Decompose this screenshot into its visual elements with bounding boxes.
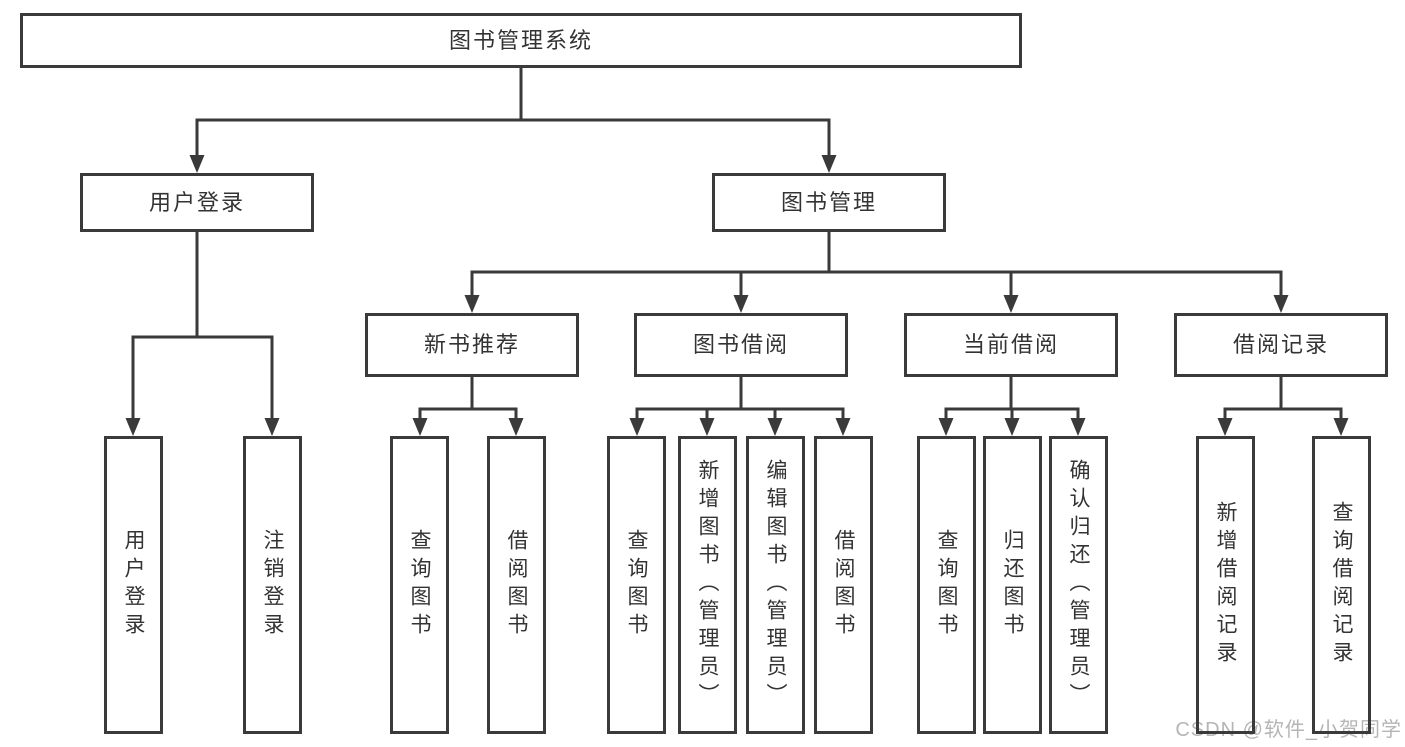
node-label: 确认归还（管理员）: [1067, 459, 1090, 711]
node-leaf-add-books-admin: 新增图书（管理员）: [678, 436, 737, 734]
node-leaf-add-borrow-record: 新增借阅记录: [1196, 436, 1255, 734]
csdn-watermark: CSDN @软件_小贺同学: [1175, 719, 1402, 741]
node-label: 注销登录: [261, 529, 284, 641]
node-user-login-branch: 用户登录: [80, 173, 314, 232]
node-label: 查询图书: [935, 529, 958, 641]
node-label: 借阅图书: [505, 529, 528, 641]
node-leaf-query-books-current: 查询图书: [917, 436, 976, 734]
node-current-borrowing: 当前借阅: [904, 313, 1118, 377]
node-borrowing-records: 借阅记录: [1174, 313, 1388, 377]
connector-root-to-level2: [195, 66, 831, 158]
node-label: 用户登录: [122, 529, 145, 641]
node-label: 新增图书（管理员）: [696, 459, 719, 711]
node-label: 图书管理: [780, 189, 877, 215]
node-leaf-logout: 注销登录: [243, 436, 302, 734]
node-label: 新增借阅记录: [1214, 501, 1237, 669]
node-label: 用户登录: [148, 189, 245, 215]
node-leaf-return-books: 归还图书: [983, 436, 1042, 734]
connector-borrowrecord-to-leaves: [1223, 375, 1343, 421]
connector-userlogin-to-leaves: [131, 230, 274, 421]
node-leaf-edit-books-admin: 编辑图书（管理员）: [746, 436, 805, 734]
node-new-book-recommend: 新书推荐: [365, 313, 579, 377]
node-label: 查询图书: [408, 529, 431, 641]
node-label: 查询图书: [625, 529, 648, 641]
node-leaf-query-books-recommend: 查询图书: [390, 436, 449, 734]
node-label: 当前借阅: [962, 332, 1059, 357]
node-book-management-branch: 图书管理: [712, 173, 946, 232]
node-leaf-query-books-borrow: 查询图书: [607, 436, 666, 734]
node-label: 归还图书: [1001, 529, 1024, 641]
node-label: 借阅记录: [1232, 332, 1329, 357]
node-leaf-borrow-books-recommend: 借阅图书: [487, 436, 546, 734]
node-book-borrowing: 图书借阅: [634, 313, 848, 377]
node-label: 借阅图书: [832, 529, 855, 641]
connector-bookborrow-to-leaves: [635, 375, 845, 421]
arrowhead-icons: [125, 155, 1349, 436]
node-label: 新书推荐: [423, 332, 520, 357]
connector-currentborrow-to-leaves: [944, 375, 1080, 421]
node-label: 图书借阅: [692, 332, 789, 357]
connector-newbook-to-leaves: [418, 375, 518, 421]
node-leaf-user-login: 用户登录: [104, 436, 163, 734]
node-root-system: 图书管理系统: [20, 13, 1022, 68]
node-label: 编辑图书（管理员）: [764, 459, 787, 711]
connector-bookmgmt-to-level3: [470, 230, 1283, 298]
node-leaf-confirm-return-admin: 确认归还（管理员）: [1049, 436, 1108, 734]
node-label: 查询借阅记录: [1330, 501, 1353, 669]
node-leaf-borrow-books: 借阅图书: [814, 436, 873, 734]
node-leaf-query-borrow-record: 查询借阅记录: [1312, 436, 1371, 734]
node-root-label: 图书管理系统: [448, 27, 593, 53]
